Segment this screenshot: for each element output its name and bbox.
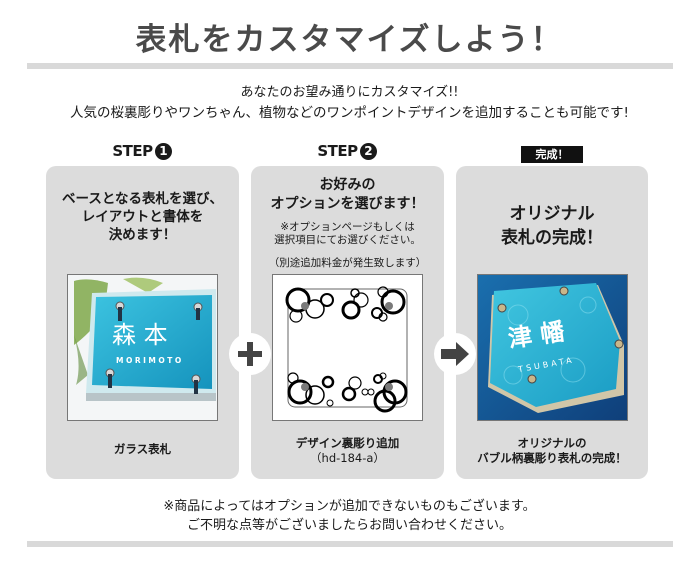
design-code: （hd-184-a） [310, 451, 385, 465]
bolt-markers [301, 302, 393, 391]
step-1-caption: ガラス表札 [113, 442, 172, 456]
step-1-number: 1 [154, 143, 172, 160]
page-title: 表札をカスタマイズしよう！ [135, 22, 564, 58]
arrow-right-icon [441, 342, 469, 366]
step-3-card: オリジナル 表札の完成！ 津 [456, 166, 648, 479]
bubble-design-preview [272, 274, 423, 421]
step-2-number: 2 [359, 143, 377, 160]
plus-connector [229, 333, 271, 375]
glass-nameplate-photo: 森 本 MORIMOTO [67, 274, 218, 421]
step-3-caption: オリジナルの バブル柄裏彫り表札の完成！ [456, 436, 648, 466]
intro-line-2: 人気の桜裏彫りやワンちゃん、植物などのワンポイントデザインを追加することも可能で… [70, 105, 629, 121]
option-note-line: 選択項目にてお選びください。 [274, 234, 421, 246]
nameplate-kanji: 森 本 [112, 321, 168, 349]
step-2-heading: お好みの オプションを選びます！ [251, 176, 444, 214]
step-1-heading-line: ベースとなる表札を選び、 [62, 191, 223, 207]
complete-badge: 完成！ [521, 146, 583, 163]
top-divider [27, 63, 673, 69]
bubble-pattern [285, 286, 408, 413]
step-3-heading-line: オリジナル [509, 204, 595, 224]
step-2-card: お好みの オプションを選びます！ ※オプションページもしくは 選択項目にてお選び… [251, 166, 444, 479]
step-2-heading-line: お好みの [319, 177, 376, 193]
finished-nameplate-photo: 津 幡 TSUBATA [477, 274, 628, 421]
standoff-bolts [105, 301, 203, 394]
step-3-heading-line: 表札の完成！ [501, 228, 603, 248]
footer-note-2: ご不明な点等がございましたらお問い合わせください。 [186, 518, 512, 533]
intro-line-1: あなたのお望み通りにカスタマイズ!! [240, 85, 459, 100]
step-1-heading: ベースとなる表札を選び、 レイアウトと書体を 決めます！ [46, 190, 239, 244]
step-1-heading-line: レイアウトと書体を [81, 209, 204, 225]
step-2-caption: デザイン裏彫り追加 （hd-184-a） [251, 436, 444, 466]
option-note: ※オプションページもしくは 選択項目にてお選びください。 [251, 221, 444, 247]
step-1-heading-line: 決めます！ [108, 227, 177, 243]
standoff-bolts [497, 286, 624, 384]
step-2-heading-line: オプションを選びます！ [270, 196, 425, 212]
nameplate-romaji: MORIMOTO [116, 356, 184, 365]
footer-note-1: ※商品によってはオプションが追加できないものもございます。 [163, 499, 536, 514]
step-1-card: ベースとなる表札を選び、 レイアウトと書体を 決めます！ 森 本 MORIMOT… [46, 166, 239, 479]
step-2-label-text: STEP [317, 142, 358, 160]
step-3-heading: オリジナル 表札の完成！ [456, 202, 648, 250]
step-3-caption-line: バブル柄裏彫り表札の完成！ [477, 451, 627, 465]
step-2-caption-line: デザイン裏彫り追加 [295, 436, 400, 450]
extra-fee-note: （別途追加料金が発生致します） [268, 257, 427, 269]
bottom-divider [27, 541, 673, 547]
step-1-label-text: STEP [112, 142, 153, 160]
step-3-caption-line: オリジナルの [517, 436, 587, 450]
plus-icon [238, 342, 262, 366]
arrow-connector [434, 333, 476, 375]
option-note-line: ※オプションページもしくは [280, 221, 415, 233]
